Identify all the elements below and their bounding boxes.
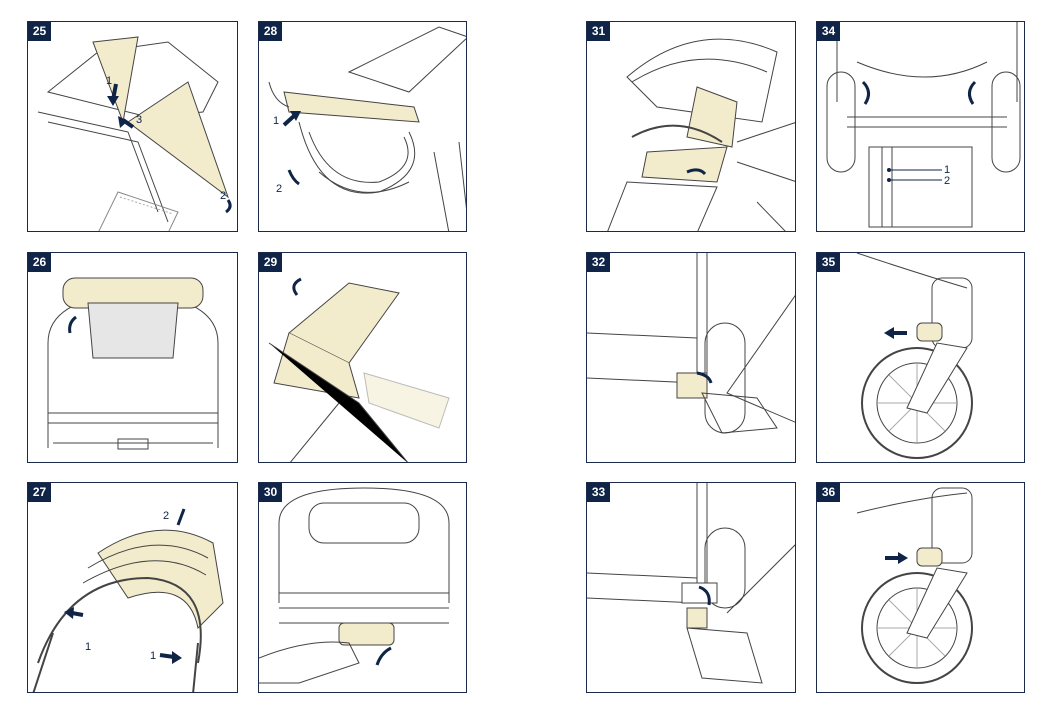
step-25-label-1: 1 bbox=[106, 75, 112, 87]
step-33-illustration bbox=[587, 483, 795, 684]
step-34-panel: 34 1 2 bbox=[816, 21, 1025, 232]
step-35-illustration bbox=[856, 253, 973, 459]
step-28-label-2: 2 bbox=[276, 183, 282, 195]
step-35-number: 35 bbox=[817, 253, 840, 272]
step-25-panel: 25 1 2 3 bbox=[27, 21, 238, 232]
step-35-panel: 35 bbox=[816, 252, 1025, 463]
step-36-panel: 36 bbox=[816, 482, 1025, 693]
step-27-label-1a: 1 bbox=[85, 641, 91, 653]
step-26-illustration bbox=[47, 277, 219, 450]
step-29-illustration bbox=[268, 277, 450, 462]
step-29-panel: 29 bbox=[258, 252, 467, 463]
step-25-number: 25 bbox=[28, 22, 51, 41]
step-28-panel: 28 1 2 bbox=[258, 21, 467, 232]
step-34-number: 34 bbox=[817, 22, 840, 41]
step-28-illustration: 1 2 bbox=[268, 26, 466, 231]
step-26-panel: 26 bbox=[27, 252, 238, 463]
step-28-number: 28 bbox=[259, 22, 282, 41]
step-30-illustration bbox=[259, 487, 450, 684]
step-34-label-1: 1 bbox=[944, 164, 950, 176]
step-27-label-2: 2 bbox=[163, 510, 169, 522]
step-25-illustration: 1 2 3 bbox=[37, 36, 232, 231]
step-32-number: 32 bbox=[587, 253, 610, 272]
step-32-panel: 32 bbox=[586, 252, 796, 463]
step-31-panel: 31 bbox=[586, 21, 796, 232]
step-33-number: 33 bbox=[587, 483, 610, 502]
step-36-illustration bbox=[856, 487, 973, 684]
step-25-label-2: 2 bbox=[220, 190, 226, 202]
step-27-illustration: 2 1 1 bbox=[32, 508, 224, 692]
step-32-illustration bbox=[587, 253, 795, 434]
step-30-number: 30 bbox=[259, 483, 282, 502]
step-27-panel: 27 2 1 1 bbox=[27, 482, 238, 693]
step-34-illustration: 1 2 bbox=[826, 22, 1021, 228]
step-27-number: 27 bbox=[28, 483, 51, 502]
step-26-number: 26 bbox=[28, 253, 51, 272]
step-25-label-3: 3 bbox=[136, 114, 142, 126]
step-36-number: 36 bbox=[817, 483, 840, 502]
step-28-label-1: 1 bbox=[273, 115, 279, 127]
step-29-number: 29 bbox=[259, 253, 282, 272]
step-33-panel: 33 bbox=[586, 482, 796, 693]
step-31-illustration bbox=[607, 38, 795, 231]
step-30-panel: 30 bbox=[258, 482, 467, 693]
step-34-label-2: 2 bbox=[944, 175, 950, 187]
step-31-number: 31 bbox=[587, 22, 610, 41]
step-27-label-1b: 1 bbox=[150, 650, 156, 662]
